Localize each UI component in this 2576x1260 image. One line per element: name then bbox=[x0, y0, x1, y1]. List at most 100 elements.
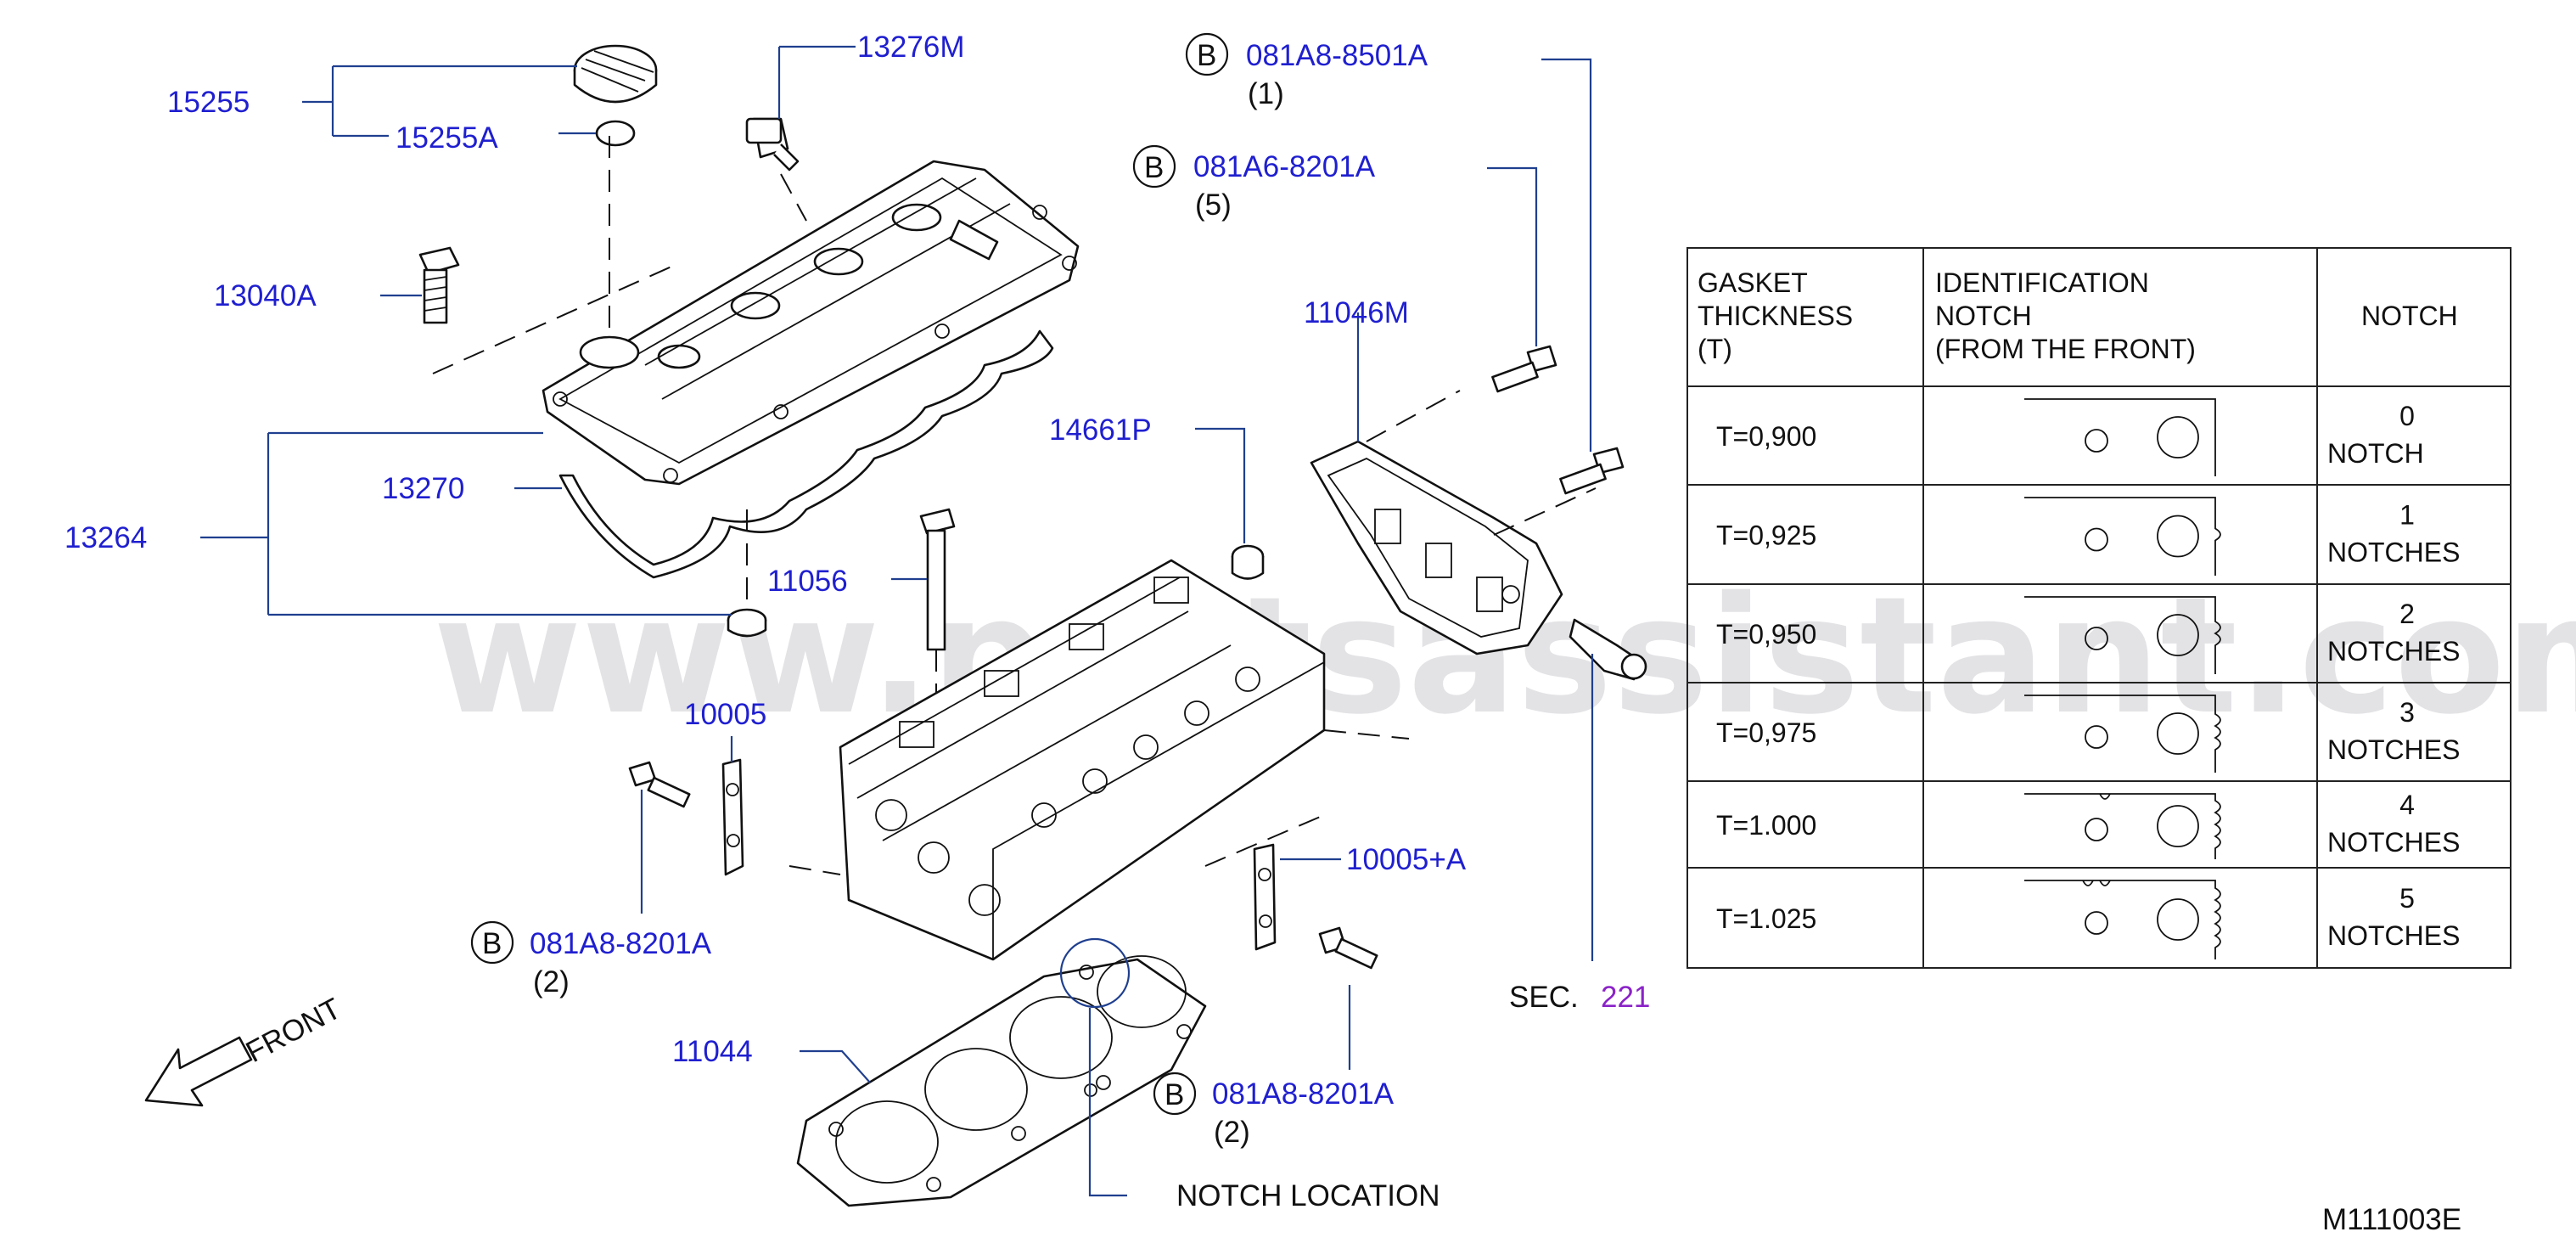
b-symbol: B bbox=[482, 927, 502, 960]
part-number-11044[interactable]: 11044 bbox=[672, 1035, 753, 1068]
notch-identification-sketch bbox=[2024, 596, 2221, 674]
bolt-b3-drawing bbox=[628, 761, 691, 808]
part-number-10005[interactable]: 10005 bbox=[684, 698, 766, 731]
table-cell-notch-word: NOTCHES bbox=[2327, 636, 2460, 667]
alignment-line bbox=[1323, 729, 1410, 740]
table-cell-notch-word: NOTCHES bbox=[2327, 827, 2460, 858]
table-header-notch: NOTCH bbox=[2361, 301, 2458, 331]
b-symbol-circle bbox=[470, 920, 514, 965]
quantity-b3: (2) bbox=[533, 965, 570, 998]
table-header-identification: IDENTIFICATION bbox=[1935, 267, 2149, 298]
rocker-cover-drawing bbox=[542, 160, 1080, 486]
notch-location-circle bbox=[1059, 937, 1131, 1009]
plug-14661P-drawing bbox=[1231, 544, 1265, 580]
b-symbol-circle bbox=[1132, 144, 1176, 188]
part-number-b2[interactable]: 081A6-8201A bbox=[1193, 150, 1376, 183]
table-cell-thickness: T=0,975 bbox=[1716, 717, 1816, 748]
leader-13276M bbox=[777, 45, 856, 119]
part-number-b1[interactable]: 081A8-8501A bbox=[1246, 39, 1428, 72]
table-cell-notch-count: 0 bbox=[2399, 401, 2415, 431]
part-number-13276M[interactable]: 13276M bbox=[857, 31, 964, 64]
bolt-b2-drawing bbox=[1491, 345, 1557, 393]
table-header-identification: (FROM THE FRONT) bbox=[1935, 334, 2196, 364]
rocker-cover-gasket-drawing bbox=[558, 329, 1054, 579]
bolt-b4-drawing bbox=[1318, 926, 1378, 970]
quantity-b2: (5) bbox=[1195, 188, 1232, 222]
table-cell-notch-word: NOTCHES bbox=[2327, 920, 2460, 951]
part-number-15255[interactable]: 15255 bbox=[167, 86, 250, 119]
table-cell-notch-count: 2 bbox=[2399, 599, 2415, 629]
front-label: FRONT bbox=[240, 992, 346, 1069]
quantity-b4: (2) bbox=[1214, 1116, 1250, 1149]
head-gasket-drawing bbox=[796, 955, 1207, 1207]
part-number-13270[interactable]: 13270 bbox=[382, 472, 464, 505]
table-cell-notch-count: 4 bbox=[2399, 790, 2415, 820]
quantity-b1: (1) bbox=[1248, 77, 1284, 110]
gasket-10005-drawing bbox=[721, 758, 744, 876]
leader-15255 bbox=[302, 65, 577, 138]
alignment-line bbox=[1366, 390, 1461, 442]
notch-location-label: NOTCH LOCATION bbox=[1176, 1179, 1440, 1212]
oring-15255A-drawing bbox=[595, 120, 636, 147]
table-cell-notch-count: 3 bbox=[2399, 697, 2415, 728]
front-arrow-icon bbox=[144, 1036, 253, 1107]
leader-notch-location bbox=[1088, 1008, 1127, 1197]
table-header-thickness: (T) bbox=[1698, 334, 1732, 364]
part-number-13264[interactable]: 13264 bbox=[65, 521, 147, 554]
notch-identification-sketch bbox=[2024, 695, 2221, 773]
part-number-11046M[interactable]: 11046M bbox=[1304, 296, 1409, 329]
part-number-11056[interactable]: 11056 bbox=[767, 565, 848, 598]
leader-13264 bbox=[200, 431, 732, 616]
alignment-line bbox=[432, 262, 680, 374]
table-header-thickness: GASKET bbox=[1698, 267, 1808, 298]
leader-b1 bbox=[1541, 58, 1592, 452]
b-symbol: B bbox=[1197, 39, 1216, 72]
table-border bbox=[1686, 247, 2511, 969]
table-cell-notch-word: NOTCHES bbox=[2327, 734, 2460, 765]
table-cell-notch-count: 5 bbox=[2399, 883, 2415, 914]
table-cell-thickness: T=1.000 bbox=[1716, 810, 1816, 841]
part-number-b4[interactable]: 081A8-8201A bbox=[1212, 1077, 1395, 1111]
cylinder-head-drawing bbox=[839, 559, 1326, 961]
oil-filler-cap-drawing bbox=[573, 44, 658, 104]
notch-identification-sketch bbox=[2024, 880, 2221, 959]
alignment-line bbox=[1493, 487, 1597, 536]
b-symbol-circle bbox=[1185, 32, 1229, 76]
alignment-line bbox=[780, 173, 807, 222]
bolt-13040A-drawing bbox=[418, 246, 460, 324]
table-cell-thickness: T=0,950 bbox=[1716, 619, 1816, 650]
gasket-10005A-drawing bbox=[1253, 843, 1277, 951]
section-label: SEC. bbox=[1509, 981, 1579, 1014]
table-header-thickness: THICKNESS bbox=[1698, 301, 1853, 331]
b-symbol: B bbox=[1144, 151, 1164, 184]
alignment-line bbox=[1204, 814, 1325, 867]
timing-cover-drawing bbox=[1310, 440, 1563, 655]
alignment-line bbox=[789, 865, 841, 875]
notch-identification-sketch bbox=[2024, 793, 2221, 859]
part-number-14661P[interactable]: 14661P bbox=[1049, 413, 1152, 447]
table-cell-thickness: T=0,900 bbox=[1716, 421, 1816, 452]
part-number-15255A[interactable]: 15255A bbox=[396, 121, 498, 155]
table-cell-notch-count: 1 bbox=[2399, 500, 2415, 531]
table-cell-thickness: T=1.025 bbox=[1716, 903, 1816, 934]
sensor-drawing bbox=[1569, 618, 1647, 681]
section-number[interactable]: 221 bbox=[1601, 981, 1650, 1014]
plug-13264-drawing bbox=[727, 608, 767, 638]
table-cell-notch-word: NOTCHES bbox=[2327, 537, 2460, 568]
part-number-13040A[interactable]: 13040A bbox=[214, 279, 317, 312]
leader-14661P bbox=[1195, 427, 1246, 543]
diagram-code: M111003E bbox=[2322, 1203, 2461, 1236]
notch-identification-sketch bbox=[2024, 497, 2221, 576]
part-number-10005A[interactable]: 10005+A bbox=[1346, 843, 1467, 876]
table-cell-notch-word: NOTCH bbox=[2327, 438, 2424, 469]
notch-identification-sketch bbox=[2024, 398, 2216, 476]
head-bolt-drawing bbox=[919, 508, 956, 651]
part-number-b3[interactable]: 081A8-8201A bbox=[530, 927, 712, 960]
